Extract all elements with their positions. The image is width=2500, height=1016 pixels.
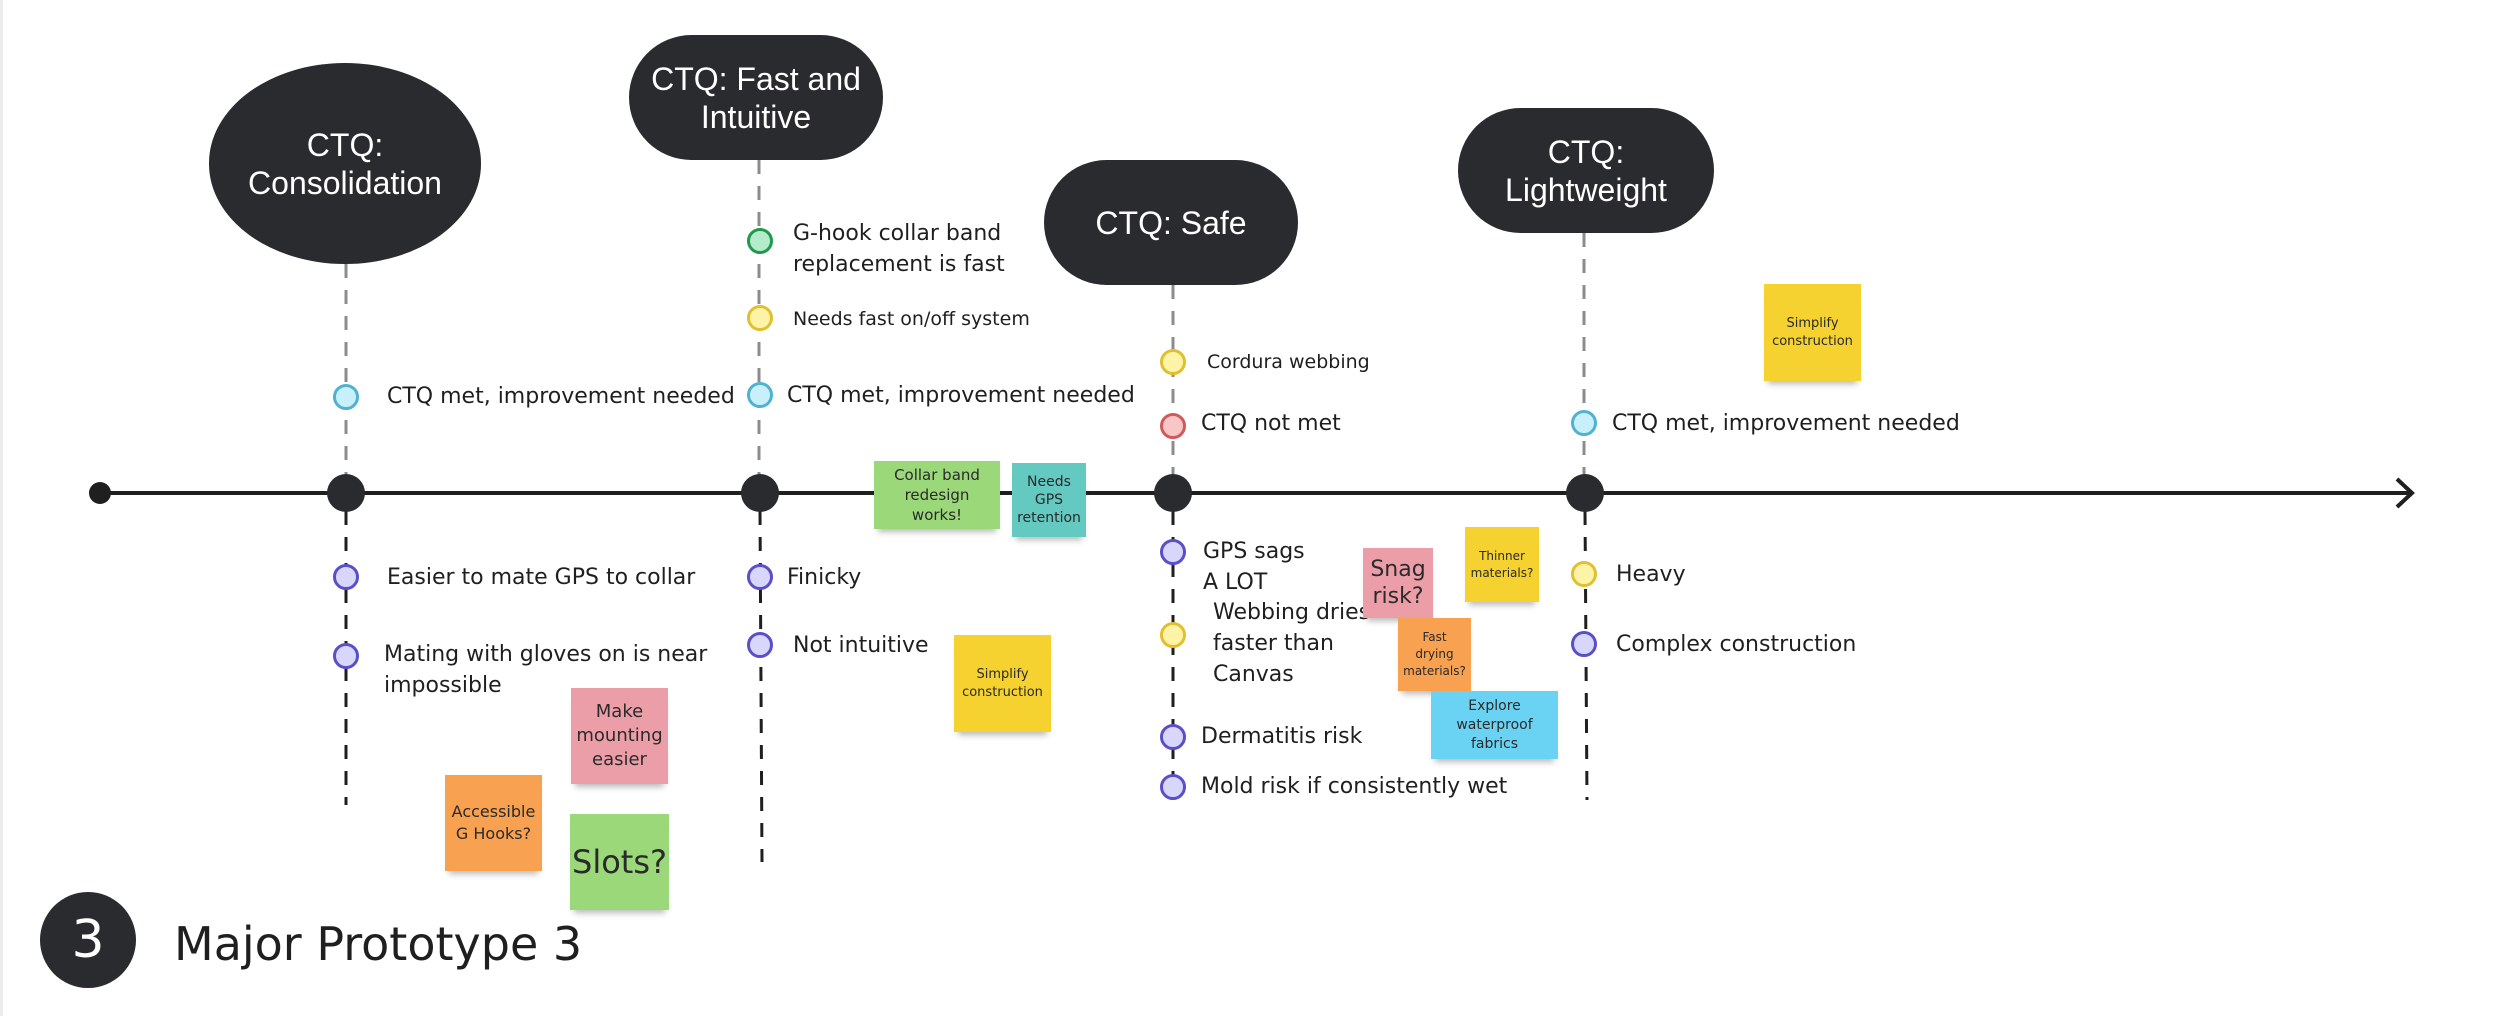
ctq-item-label: CTQ met, improvement needed bbox=[787, 383, 1135, 408]
canvas-edge bbox=[0, 0, 3, 1016]
sticky-note[interactable]: Fast drying materials? bbox=[1398, 618, 1471, 691]
ctq-item-label: Needs fast on/off system bbox=[793, 308, 1030, 330]
ctq-bubble-fast-intuitive[interactable]: CTQ: Fast and Intuitive bbox=[629, 35, 883, 160]
status-dot-red bbox=[1160, 413, 1186, 439]
sticky-note[interactable]: Simplify construction bbox=[1764, 284, 1861, 381]
sticky-note[interactable]: Explore waterproof fabrics bbox=[1431, 691, 1558, 759]
sticky-note[interactable]: Collar band redesign works! bbox=[874, 461, 1000, 529]
timeline-arrowhead-icon bbox=[2395, 477, 2415, 509]
status-dot-yellow bbox=[1160, 622, 1186, 648]
ctq-item-label: Webbing dries faster than Canvas bbox=[1213, 600, 1371, 687]
section-title: Major Prototype 3 bbox=[174, 917, 583, 971]
status-dot-purple bbox=[1160, 774, 1186, 800]
ctq-bubble-safe[interactable]: CTQ: Safe bbox=[1044, 160, 1298, 285]
ctq-item-label: Not intuitive bbox=[793, 633, 929, 658]
status-dot-cyan bbox=[1571, 410, 1597, 436]
status-dot-purple bbox=[333, 564, 359, 590]
ctq-item-label: Mating with gloves on is near impossible bbox=[384, 642, 708, 698]
ctq-item-label: Cordura webbing bbox=[1207, 351, 1370, 373]
ctq-bubble-lightweight[interactable]: CTQ: Lightweight bbox=[1458, 108, 1714, 233]
status-dot-yellow bbox=[747, 305, 773, 331]
ctq-item-label: GPS sags A LOT bbox=[1203, 539, 1305, 595]
ctq-item-label: Mold risk if consistently wet bbox=[1201, 774, 1508, 799]
sticky-note[interactable]: Thinner materials? bbox=[1465, 527, 1539, 602]
status-dot-purple bbox=[1160, 539, 1186, 565]
ctq-item-label: G-hook collar band replacement is fast bbox=[793, 221, 1005, 277]
ctq-item-label: Finicky bbox=[787, 565, 862, 590]
sticky-note[interactable]: Slots? bbox=[570, 814, 669, 910]
status-dot-purple bbox=[1571, 631, 1597, 657]
status-dot-purple bbox=[747, 632, 773, 658]
status-dot-cyan bbox=[333, 384, 359, 410]
connector-below-4 bbox=[1583, 510, 1589, 801]
step-number-badge: 3 bbox=[40, 892, 136, 988]
status-dot-purple bbox=[747, 564, 773, 590]
ctq-item-label: CTQ met, improvement needed bbox=[1612, 411, 1960, 436]
sticky-note[interactable]: Snag risk? bbox=[1363, 548, 1433, 618]
status-dot-yellow bbox=[1571, 561, 1597, 587]
sticky-note[interactable]: Make mounting easier bbox=[571, 688, 668, 784]
ctq-bubble-consolidation[interactable]: CTQ: Consolidation bbox=[209, 63, 481, 264]
status-dot-purple bbox=[333, 643, 359, 669]
ctq-item-label: CTQ met, improvement needed bbox=[387, 384, 735, 409]
ctq-item-label: Heavy bbox=[1616, 562, 1686, 587]
sticky-note[interactable]: Accessible G Hooks? bbox=[445, 775, 542, 871]
status-dot-purple bbox=[1160, 724, 1186, 750]
timeline-start-dot bbox=[89, 482, 111, 504]
sticky-note[interactable]: Simplify construction bbox=[954, 635, 1051, 732]
sticky-note[interactable]: Needs GPS retention bbox=[1012, 463, 1086, 537]
timeline-node-2[interactable] bbox=[741, 474, 779, 512]
ctq-item-label: Complex construction bbox=[1616, 632, 1857, 657]
ctq-item-label: CTQ not met bbox=[1201, 411, 1341, 436]
timeline-node-1[interactable] bbox=[327, 474, 365, 512]
timeline-node-3[interactable] bbox=[1154, 474, 1192, 512]
status-dot-cyan bbox=[747, 382, 773, 408]
ctq-item-label: Easier to mate GPS to collar bbox=[387, 565, 696, 590]
ctq-item-label: Dermatitis risk bbox=[1201, 724, 1363, 749]
status-dot-green bbox=[747, 228, 773, 254]
status-dot-yellow bbox=[1160, 349, 1186, 375]
timeline-node-4[interactable] bbox=[1566, 474, 1604, 512]
